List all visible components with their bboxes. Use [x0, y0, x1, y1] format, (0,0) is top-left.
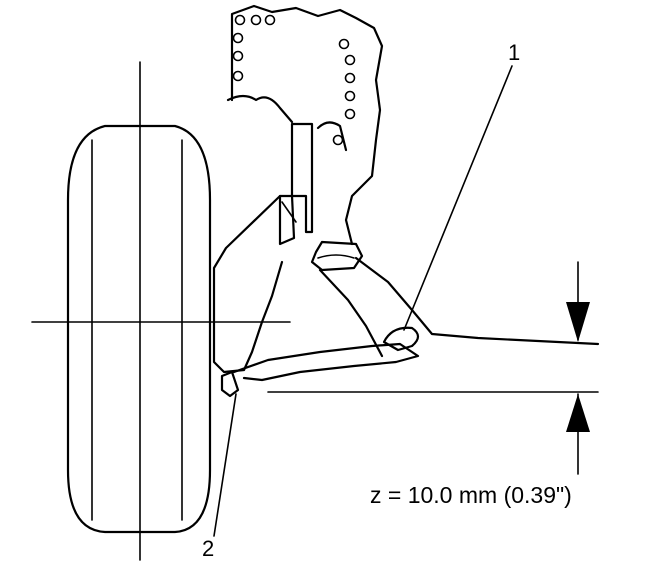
arm-bushing: [382, 326, 420, 352]
arm-lower-body: [232, 342, 420, 382]
strut-body: [290, 122, 314, 234]
rivet-hole: [264, 14, 276, 26]
rivet-hole: [338, 38, 350, 50]
bushing-inner: [317, 254, 355, 259]
rivet-holes: [232, 14, 356, 146]
lower-control-arm: [220, 256, 600, 398]
callout-1-leader: [403, 65, 513, 331]
wheel: [66, 124, 212, 534]
rivet-hole: [232, 50, 244, 62]
rivet-hole: [232, 70, 244, 82]
dimension-arrows: [566, 261, 590, 475]
rivet-hole: [344, 54, 356, 66]
rivet-hole: [344, 90, 356, 102]
rivet-hole: [232, 32, 244, 44]
knuckle-outline: [212, 194, 284, 374]
body-panel-inner-edge: [316, 121, 348, 152]
body-panel-lower-edge: [226, 94, 294, 124]
callout-label-2: 2: [202, 536, 215, 561]
rivet-hole: [344, 108, 356, 120]
arm-diagonal: [318, 268, 384, 358]
strut-lower-rod: [278, 194, 296, 246]
dimension-label: z = 10.0 mm (0.39"): [370, 482, 572, 508]
rivet-hole: [250, 14, 262, 26]
callout-label-1: 1: [508, 40, 521, 65]
knuckle-inner-line: [281, 201, 297, 223]
dimension-upper-arrowhead: [566, 302, 590, 342]
tire-outline: [66, 124, 212, 534]
rivet-hole: [234, 14, 246, 26]
dimension-lower-arrowhead: [566, 394, 590, 432]
body-panel: [226, 4, 384, 246]
rivet-hole: [344, 72, 356, 84]
knuckle: [212, 194, 297, 374]
stabilizer-bushing: [310, 240, 364, 272]
body-panel-outline: [230, 4, 384, 246]
rivet-hole: [332, 134, 344, 146]
arm-upper-edge: [354, 256, 600, 346]
strut: [278, 122, 314, 246]
bushing-block: [310, 240, 364, 272]
callout-2-leader: [213, 393, 237, 537]
arm-ball-joint: [220, 370, 240, 398]
